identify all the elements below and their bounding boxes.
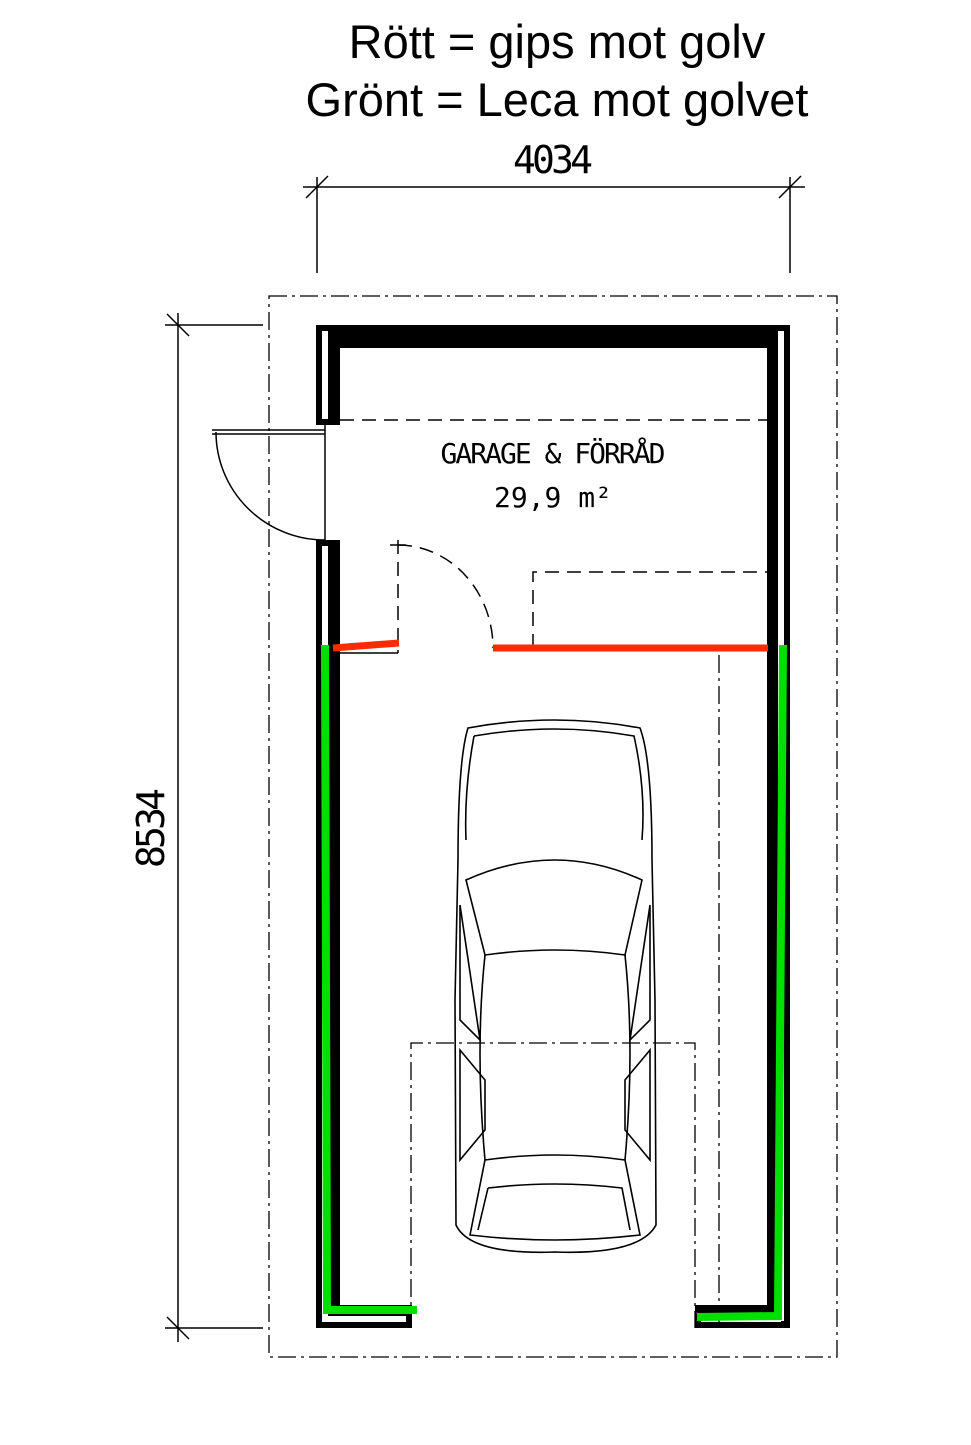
length-dimension xyxy=(165,313,263,1342)
plot-boundary xyxy=(268,295,838,1358)
width-dimension xyxy=(303,175,805,273)
legend-green: Grönt = Leca mot golvet xyxy=(306,73,809,126)
legend-red: Rött = gips mot golv xyxy=(349,15,766,68)
car-icon xyxy=(454,719,657,1254)
gypsum-lines xyxy=(332,639,768,652)
room-name: GARAGE & FÖRRÅD xyxy=(441,436,666,470)
inner-door-swing xyxy=(397,544,494,649)
storage-outline xyxy=(532,571,767,648)
garage-door-opening xyxy=(410,1042,696,1328)
entrance-door xyxy=(212,425,326,541)
length-label: 8534 xyxy=(129,788,173,868)
width-label: 4034 xyxy=(513,138,593,182)
room-area: 29,9 m² xyxy=(494,481,612,514)
leca-lines xyxy=(321,644,787,1321)
